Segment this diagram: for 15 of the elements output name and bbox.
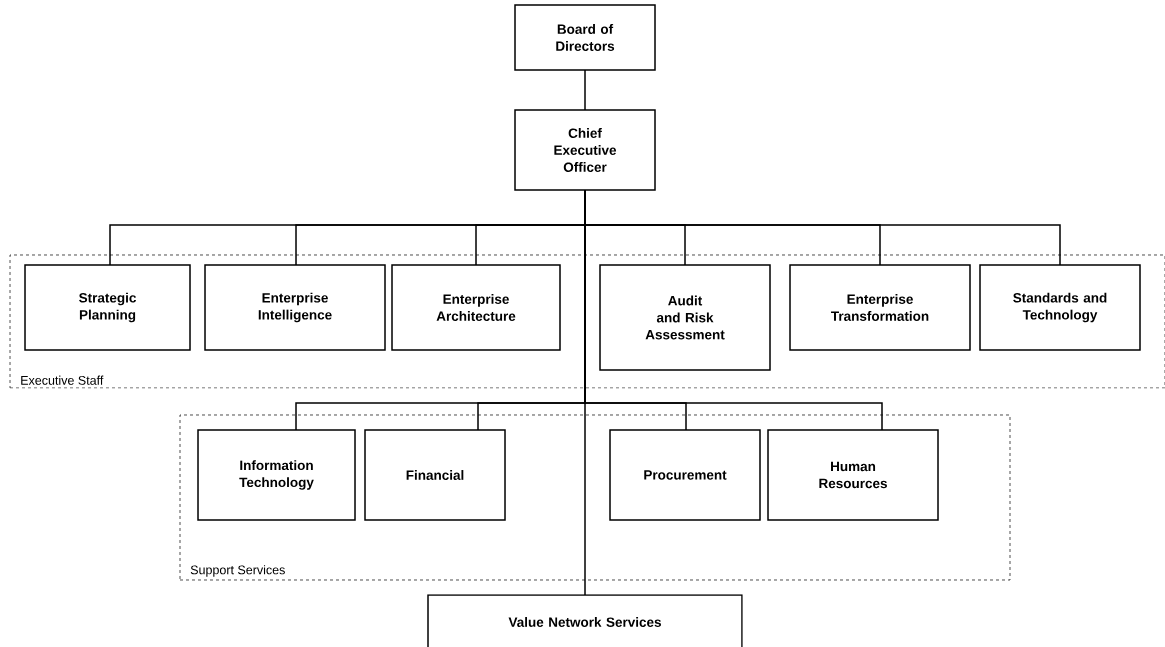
org-box: Chief Executive Officer bbox=[514, 109, 656, 191]
connector-line bbox=[584, 69, 586, 111]
org-box: Enterprise Transformation bbox=[789, 264, 971, 351]
org-box: Financial bbox=[364, 429, 506, 521]
org-box: Information Technology bbox=[197, 429, 356, 521]
org-box: Audit and Risk Assessment bbox=[599, 264, 771, 371]
org-box: Standards and Technology bbox=[979, 264, 1141, 351]
org-box: Procurement bbox=[609, 429, 761, 521]
org-box: Board of Directors bbox=[514, 4, 656, 71]
org-box: Enterprise Architecture bbox=[391, 264, 561, 351]
org-box: Enterprise Intelligence bbox=[204, 264, 386, 351]
connector-line bbox=[584, 189, 586, 596]
org-box: Value Network Services bbox=[427, 594, 743, 647]
org-box: Strategic Planning bbox=[24, 264, 191, 351]
org-box: Human Resources bbox=[767, 429, 939, 521]
